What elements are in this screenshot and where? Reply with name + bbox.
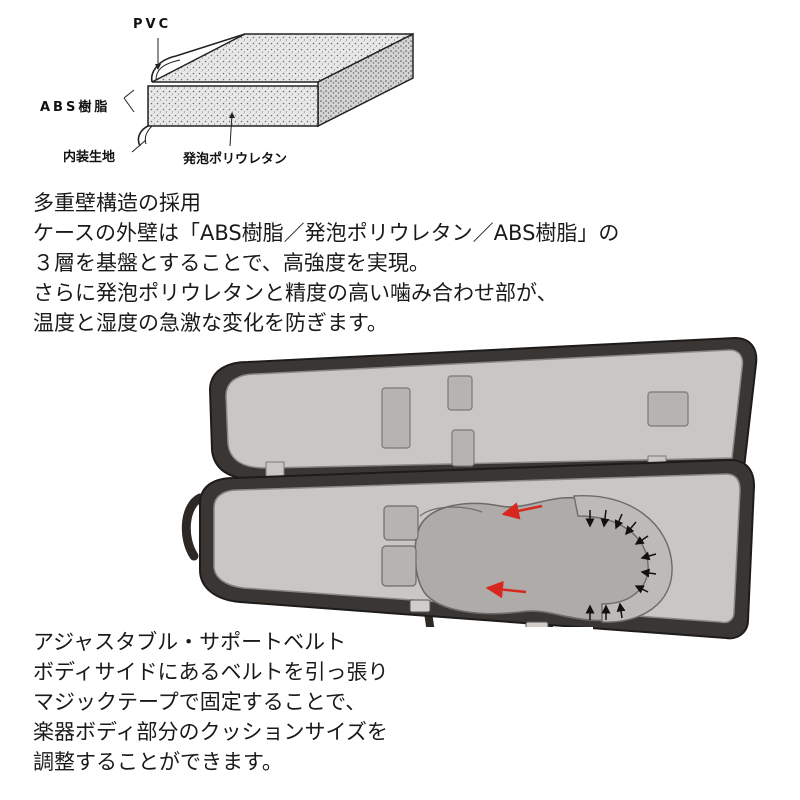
label-inner-lining: 内装生地	[63, 150, 116, 165]
feature-belt-line: 調整することができます。	[33, 750, 283, 774]
feature-walls-line: さらに発泡ポリウレタンと精度の高い噛み合わせ部が、	[33, 281, 558, 305]
feature-walls-line: ケースの外壁は「ABS樹脂／発泡ポリウレタン／ABS樹脂」の	[33, 221, 620, 245]
label-pvc: PVC	[133, 17, 172, 32]
violin-case-illustration	[170, 330, 770, 650]
case-drawing	[181, 336, 758, 644]
feature-multi-wall-text: 多重壁構造の採用 ケースの外壁は「ABS樹脂／発泡ポリウレタン／ABS樹脂」の …	[33, 188, 773, 338]
feature-belt-line: ボディサイドにあるベルトを引っ張り	[33, 660, 389, 684]
layer-structure-diagram: PVC ABS樹脂 内装生地 発泡ポリウレタン	[0, 0, 800, 180]
feature-walls-heading: 多重壁構造の採用	[33, 191, 201, 215]
feature-walls-line: 温度と湿度の急激な変化を防ぎます。	[33, 311, 388, 335]
feature-belt-line: 楽器ボディ部分のクッションサイズを	[33, 720, 388, 744]
feature-walls-line: ３層を基盤とすることで、高強度を実現。	[33, 251, 430, 275]
label-foam-polyurethane: 発泡ポリウレタン	[183, 152, 288, 167]
feature-belt-line: マジックテープで固定することで、	[33, 690, 367, 714]
feature-belt-heading: アジャスタブル・サポートベルト	[33, 630, 347, 654]
layer-diagram-drawing	[123, 32, 414, 153]
label-abs-resin: ABS樹脂	[40, 100, 111, 115]
feature-support-belt-text: アジャスタブル・サポートベルト ボディサイドにあるベルトを引っ張り マジックテー…	[33, 627, 593, 777]
